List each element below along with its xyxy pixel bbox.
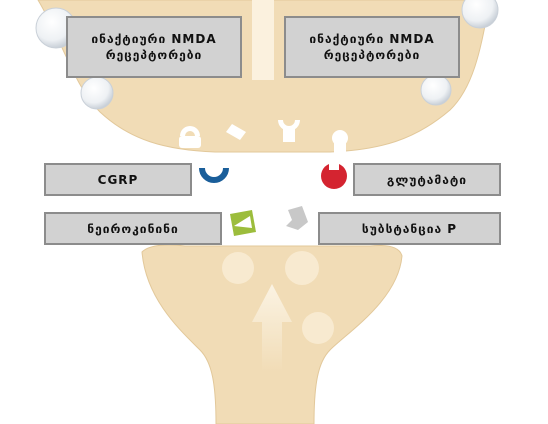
substance-p-icon xyxy=(286,206,308,230)
receptor-icon xyxy=(179,136,201,148)
vesicle-icon xyxy=(461,0,499,29)
receptor-icon xyxy=(283,128,295,142)
vesicle-icon xyxy=(222,252,254,284)
receptor-icon xyxy=(334,140,346,154)
vesicle-icon xyxy=(285,251,319,285)
vesicle-icon xyxy=(80,76,114,110)
vesicle-icon xyxy=(302,312,334,344)
vesicle-icon xyxy=(420,74,452,106)
neurokinin-icon xyxy=(234,216,252,228)
receptor-icon xyxy=(226,124,246,140)
label-glutamate: გლუტამატი xyxy=(353,163,501,196)
arrow-up-icon xyxy=(252,284,292,372)
glutamate-icon xyxy=(329,160,339,170)
dendrite-gap xyxy=(252,0,274,80)
label-nmda-left-text: ინაქტიური NMDA რეცეპტორები xyxy=(91,32,217,62)
label-nmda-left: ინაქტიური NMDA რეცეპტორები xyxy=(66,16,242,78)
glutamate-icon xyxy=(321,163,347,189)
label-substance-p: სუბსტანცია P xyxy=(318,212,501,245)
label-substance-p-text: სუბსტანცია P xyxy=(361,221,458,236)
label-nmda-right: ინაქტიური NMDA რეცეპტორები xyxy=(284,16,460,78)
label-neurokinin: ნეიროკინინი xyxy=(44,212,222,245)
cgrp-icon xyxy=(199,167,229,183)
label-cgrp-text: CGRP xyxy=(97,172,139,187)
receptor-icon xyxy=(180,126,200,136)
label-nmda-right-text: ინაქტიური NMDA რეცეპტორები xyxy=(309,32,435,62)
label-neurokinin-text: ნეიროკინინი xyxy=(87,221,179,236)
label-cgrp: CGRP xyxy=(44,163,192,196)
label-glutamate-text: გლუტამატი xyxy=(386,172,468,187)
